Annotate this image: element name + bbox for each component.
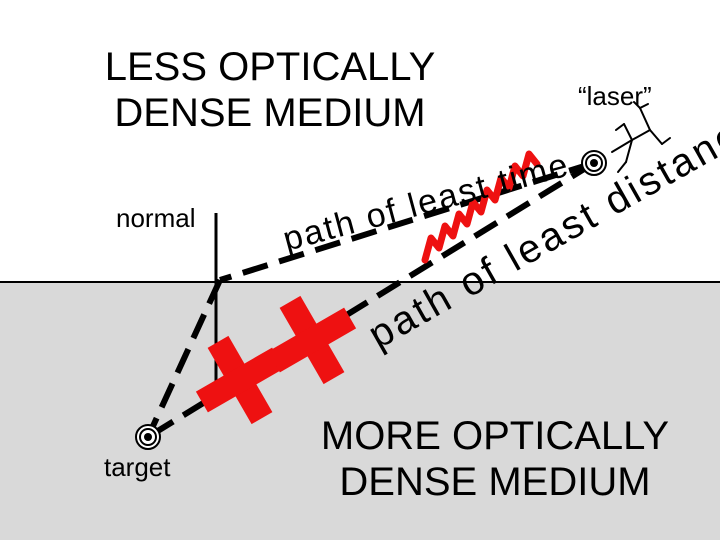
path-least-time-upper-line [219,160,595,283]
less-dense-medium-title-text: LESS OPTICALLY DENSE MEDIUM [104,45,436,135]
red-x-icon [195,335,285,425]
normal-label: normal [116,203,196,233]
less-dense-medium-title: LESS OPTICALLY DENSE MEDIUM [70,44,470,136]
more-dense-medium-title-text: MORE OPTICALLY DENSE MEDIUM [320,414,670,504]
red-x-icon [267,295,357,385]
laser-label: “laser” [578,81,652,111]
more-dense-medium-title: MORE OPTICALLY DENSE MEDIUM [290,413,700,505]
bullseye-icon [135,424,161,450]
path-least-time-lower-line [145,278,223,439]
squiggle-beam-icon [421,150,541,264]
target-label: target [104,452,171,482]
laser-target-icon [581,150,607,176]
stick-figure-icon [611,101,671,173]
dense-medium-region [0,282,720,540]
